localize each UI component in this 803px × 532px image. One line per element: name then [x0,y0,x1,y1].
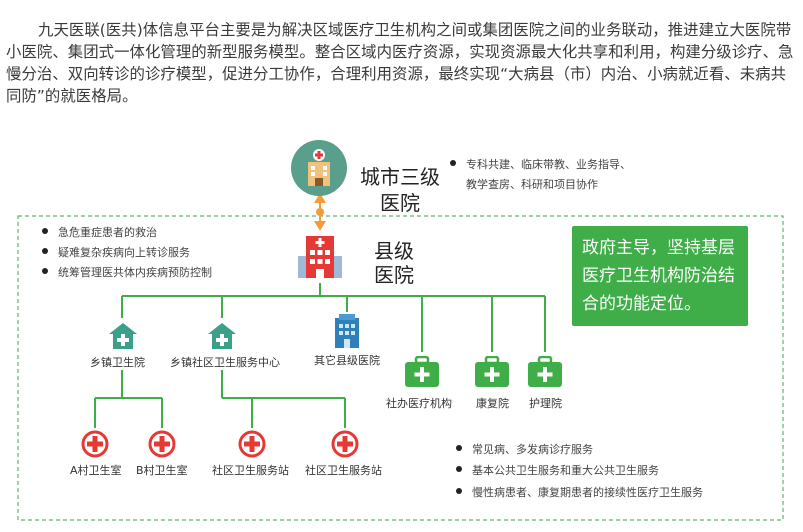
node-nursing-home: 护理院 [529,397,562,410]
other-county-hospital-icon [333,312,361,348]
node-rehab-hospital: 康复院 [476,397,509,410]
village-clinic-b-icon [148,430,176,458]
node-village-clinic-a: A村卫生室 [70,464,122,477]
city-role-1: 专科共建、临床带教、业务指导、 [466,158,631,171]
node-social-medical-org: 社办医疗机构 [386,397,452,410]
grassroots-role-2: 基本公共卫生服务和重大公共卫生服务 [456,464,659,477]
community-station-2-icon [331,430,359,458]
county-region-border [17,215,784,521]
node-community-station-1: 社区卫生服务站 [212,464,289,477]
village-clinic-a-icon [81,430,109,458]
county-role-3: 统筹管理医共体内疾病预防控制 [42,266,212,279]
county-hospital-label-1: 县级 [374,239,414,263]
social-medical-org-icon [404,355,440,388]
node-other-county-hospital: 其它县级医院 [314,354,380,367]
intro-paragraph: 九天医联(医共)体信息平台主要是为解决区域医疗卫生机构之间或集团医院之间的业务联… [6,21,794,106]
grassroots-role-1: 常见病、多发病诊疗服务 [456,443,593,456]
nursing-home-icon [527,355,563,388]
county-role-2: 疑难复杂疾病向上转诊服务 [42,246,190,259]
city-hospital-label-1: 城市三级 [360,165,440,189]
city-hospital-icon [291,140,347,196]
node-township-health-center: 乡镇卫生院 [90,356,145,369]
community-center-icon [207,322,237,350]
county-hospital-icon [292,230,348,280]
township-health-center-icon [108,322,138,350]
city-roles-bullet: 专科共建、临床带教、业务指导、 教学查房、科研和项目协作 [450,156,631,192]
county-role-1: 急危重症患者的救治 [42,226,157,239]
node-community-station-2: 社区卫生服务站 [305,464,382,477]
grassroots-role-3: 慢性病患者、康复期患者的接续性医疗卫生服务 [456,486,703,499]
node-village-clinic-b: B村卫生室 [136,464,188,477]
city-role-2: 教学查房、科研和项目协作 [466,178,598,191]
rehab-hospital-icon [474,355,510,388]
county-hospital-label-2: 医院 [374,263,414,287]
city-hospital-label-2: 医院 [380,191,420,215]
node-community-center: 乡镇社区卫生服务中心 [170,356,280,369]
community-station-1-icon [238,430,266,458]
positioning-box: 政府主导，坚持基层医疗卫生机构防治结合的功能定位。 [572,226,748,326]
